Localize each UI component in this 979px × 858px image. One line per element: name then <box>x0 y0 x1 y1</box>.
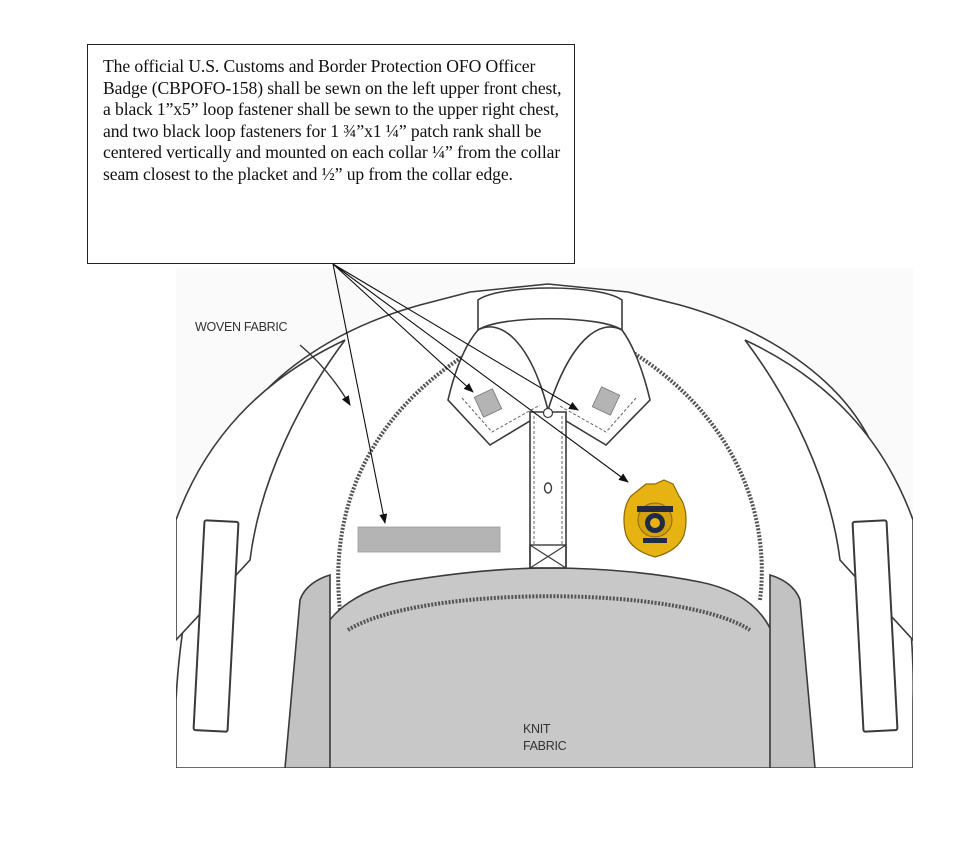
officer-badge <box>623 479 687 558</box>
leader-lines <box>332 263 629 524</box>
right-sleeve-pocket <box>851 519 899 733</box>
callout-text: The official U.S. Customs and Border Pro… <box>103 56 562 184</box>
knit-side-right <box>769 573 816 768</box>
knit-fabric-label-line2: FABRIC <box>523 739 567 753</box>
knit-fabric-label-line1: KNIT <box>523 722 551 736</box>
woven-fabric-arrow <box>299 344 351 406</box>
shirt-drawing <box>176 268 913 768</box>
collar-patch-right <box>591 386 621 416</box>
name-tape-patch <box>357 526 501 553</box>
leader-badge <box>332 263 629 483</box>
button-top <box>542 407 554 419</box>
leader-collar-left <box>332 263 474 393</box>
knit-side-left <box>284 573 331 768</box>
callout-box: The official U.S. Customs and Border Pro… <box>87 44 575 264</box>
woven-fabric-label: WOVEN FABRIC <box>195 320 288 334</box>
raglan-seam-right <box>630 350 764 601</box>
collar-patch-left <box>473 388 503 418</box>
raglan-seam-left <box>336 350 472 611</box>
leader-collar-right <box>332 263 579 411</box>
button-middle <box>543 482 553 494</box>
leader-name-tape <box>332 263 388 524</box>
left-sleeve-pocket <box>192 519 240 733</box>
